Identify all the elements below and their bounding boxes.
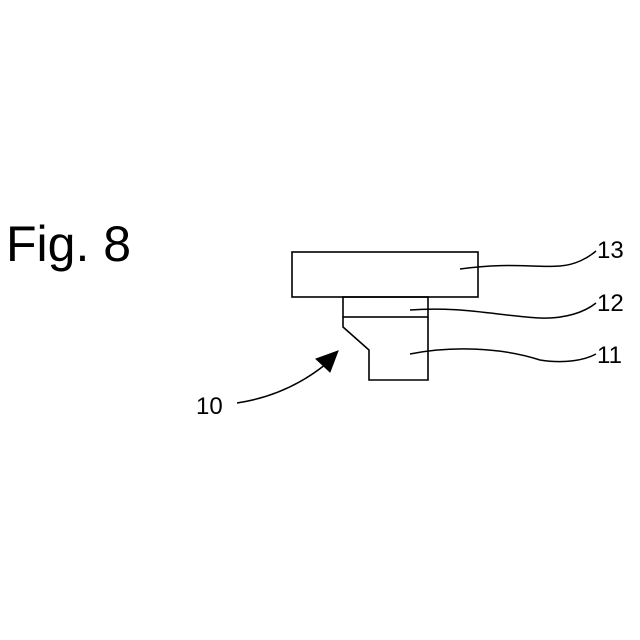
leader-arrow-10: [237, 364, 326, 403]
leader-line-13: [460, 251, 596, 269]
label-12: 12: [597, 290, 624, 317]
label-13: 13: [597, 237, 624, 264]
part-13-plate: [292, 252, 478, 297]
leader-line-11: [410, 349, 596, 362]
part-11-body: [343, 317, 428, 380]
label-10: 10: [196, 393, 223, 420]
part-12-neck: [343, 297, 428, 317]
label-11: 11: [597, 342, 622, 369]
leader-line-12: [410, 303, 596, 318]
